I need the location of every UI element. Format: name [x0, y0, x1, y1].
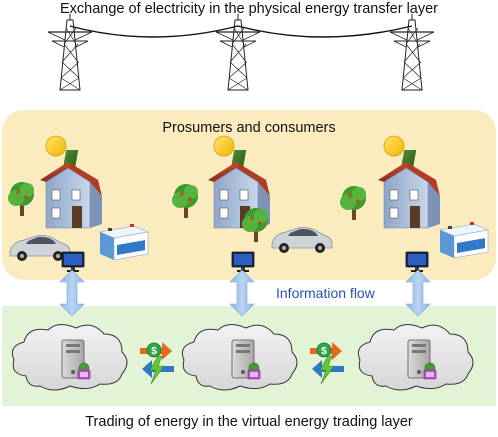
physical-layer-title: Exchange of electricity in the physical … [60, 1, 438, 17]
power-line [69, 25, 413, 38]
transmission-tower-icon [47, 13, 93, 91]
cloud-icon [11, 323, 128, 391]
cloud-icon [181, 323, 298, 391]
virtual-layer-title: Trading of energy in the virtual energy … [85, 414, 413, 430]
cloud-icon [357, 323, 474, 391]
transmission-tower-icon [389, 13, 435, 91]
prosumers-label: Prosumers and consumers [162, 120, 336, 136]
information-flow-label: Information flow [276, 285, 375, 301]
